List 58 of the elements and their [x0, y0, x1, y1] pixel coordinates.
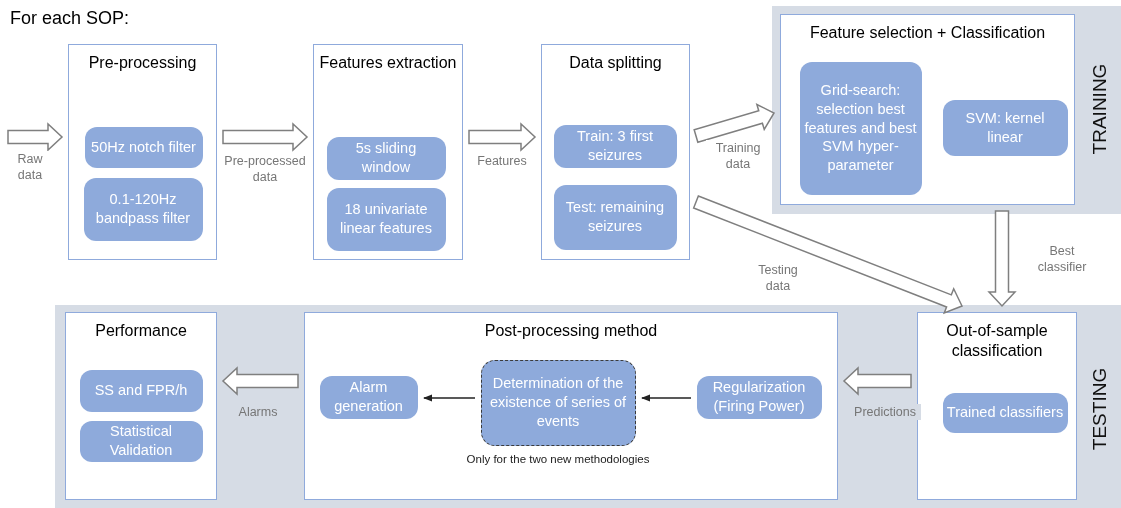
process-box [79, 420, 203, 462]
step-label: SS and FPR/h [93, 381, 189, 400]
process-box [319, 375, 418, 419]
testing-band [55, 305, 1121, 508]
stage-panel [541, 44, 690, 260]
arrow [641, 394, 692, 402]
block-arrow [222, 122, 309, 152]
block-arrow [221, 366, 299, 396]
process-box [553, 124, 677, 168]
step-label: 50Hz notch filter [90, 137, 197, 157]
stage-title: Data splitting [568, 53, 663, 73]
stage-title: Feature selection + Classification [808, 23, 1047, 43]
band-title: TESTING [1089, 366, 1111, 453]
diagram-title: For each SOP: [10, 8, 130, 29]
step-label: Train: 3 first seizures [576, 127, 654, 165]
block-arrow [692, 194, 964, 315]
stage-title: Features extraction [318, 53, 458, 73]
step-label: Grid-search: selection best features and best SVM hyper-parameter [803, 80, 918, 176]
process-box [696, 375, 822, 419]
process-box [83, 177, 203, 241]
note-text: Only for the two new methodologies [465, 451, 651, 467]
arrow [423, 394, 476, 402]
stage-title: Post-processing method [483, 321, 659, 341]
step-label: SVM: kernel linear [964, 108, 1046, 147]
stage-panel [65, 312, 217, 500]
process-box [553, 184, 677, 250]
stage-panel [313, 44, 463, 260]
step-label: Trained classifiers [945, 403, 1065, 422]
step-label: 18 univariate linear features [339, 200, 433, 238]
stage-panel [917, 312, 1077, 500]
stage-title: Performance [94, 321, 188, 341]
stage-panel [304, 312, 838, 500]
band-title: TRAINING [1089, 62, 1111, 157]
stage-title: Out-of-sample classification [945, 321, 1049, 361]
process-box [326, 136, 446, 180]
stage-panel [780, 14, 1075, 205]
step-label: Statistical Validation [108, 422, 174, 460]
block-arrow [468, 122, 537, 152]
block-arrow [987, 210, 1017, 308]
process-box [84, 126, 203, 168]
step-label: Regularization (Firing Power) [711, 378, 807, 416]
process-box [942, 392, 1068, 433]
block-arrow [7, 122, 64, 152]
process-box [480, 359, 636, 446]
process-box [326, 187, 446, 251]
stage-title: Pre-processing [87, 53, 198, 73]
process-box [942, 99, 1068, 156]
step-label: 5s sliding window [354, 139, 418, 177]
training-band [772, 6, 1121, 214]
process-box [799, 61, 922, 195]
step-label: Alarm generation [333, 378, 404, 416]
step-label: Determination of the existence of series of events [488, 374, 628, 431]
block-arrow [693, 103, 776, 144]
block-arrow [842, 366, 912, 396]
step-label: Test: remaining seizures [564, 198, 666, 236]
step-label: 0.1-120Hz bandpass filter [94, 190, 192, 228]
process-box [79, 369, 203, 412]
stage-panel [68, 44, 217, 260]
